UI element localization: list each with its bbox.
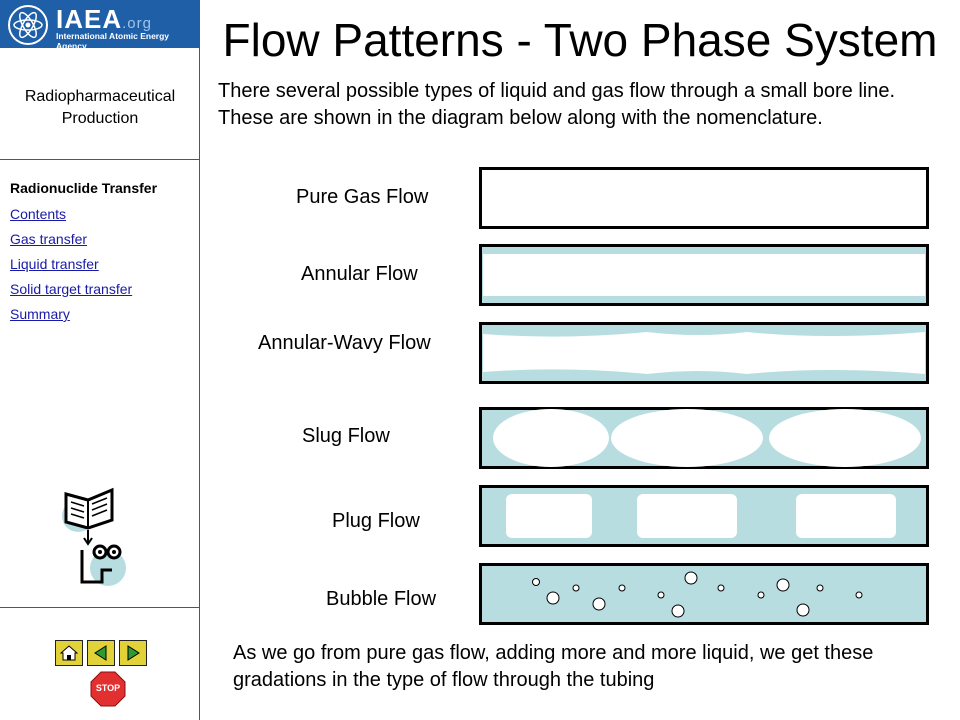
logo-brand: IAEA.org bbox=[56, 4, 152, 34]
sidebar-divider bbox=[0, 159, 200, 160]
label-annular-wavy-flow: Annular-Wavy Flow bbox=[258, 332, 431, 354]
page-title: Flow Patterns - Two Phase System bbox=[222, 14, 938, 66]
iaea-logo[interactable]: IAEA.org International Atomic Energy Age… bbox=[0, 0, 200, 51]
arrow-right-icon bbox=[127, 645, 140, 661]
tube-annular-flow bbox=[479, 244, 929, 306]
label-slug-flow: Slug Flow bbox=[302, 425, 390, 447]
sidebar-divider-bottom bbox=[0, 607, 200, 608]
navigation-buttons bbox=[55, 640, 147, 666]
nav-link-liquid-transfer[interactable]: Liquid transfer bbox=[10, 256, 99, 272]
label-annular-flow: Annular Flow bbox=[301, 263, 418, 285]
tube-slug-flow bbox=[479, 407, 929, 469]
stop-label: STOP bbox=[95, 683, 121, 693]
label-plug-flow: Plug Flow bbox=[332, 510, 420, 532]
home-button[interactable] bbox=[55, 640, 83, 666]
sidebar-nav: Radionuclide Transfer Contents Gas trans… bbox=[10, 180, 157, 331]
home-icon bbox=[60, 645, 78, 661]
sidebar-title: Radiopharmaceutical Production bbox=[24, 88, 176, 127]
previous-button[interactable] bbox=[87, 640, 115, 666]
next-button[interactable] bbox=[119, 640, 147, 666]
nav-link-gas-transfer[interactable]: Gas transfer bbox=[10, 231, 88, 247]
tube-plug-flow bbox=[479, 485, 929, 547]
tube-annular-wavy-flow bbox=[479, 322, 929, 384]
nav-link-solid-target-transfer[interactable]: Solid target transfer bbox=[10, 281, 133, 297]
nav-link-summary[interactable]: Summary bbox=[10, 306, 70, 322]
label-pure-gas-flow: Pure Gas Flow bbox=[296, 186, 429, 208]
book-and-reader-icon bbox=[62, 487, 126, 586]
atom-globe-icon bbox=[8, 5, 48, 45]
nav-heading: Radionuclide Transfer bbox=[10, 180, 158, 196]
logo-subtitle: International Atomic Energy Agency bbox=[56, 31, 170, 51]
outro-text: As we go from pure gas flow, adding more… bbox=[233, 642, 874, 691]
label-bubble-flow: Bubble Flow bbox=[326, 588, 437, 610]
stop-button[interactable] bbox=[90, 671, 126, 707]
sidebar: IAEA.org International Atomic Energy Age… bbox=[0, 0, 200, 720]
tube-bubble-flow bbox=[479, 563, 929, 625]
nav-link-contents[interactable]: Contents bbox=[10, 206, 67, 222]
tube-pure-gas-flow bbox=[479, 167, 929, 229]
intro-text: There several possible types of liquid a… bbox=[218, 80, 896, 129]
arrow-left-icon bbox=[94, 645, 107, 661]
